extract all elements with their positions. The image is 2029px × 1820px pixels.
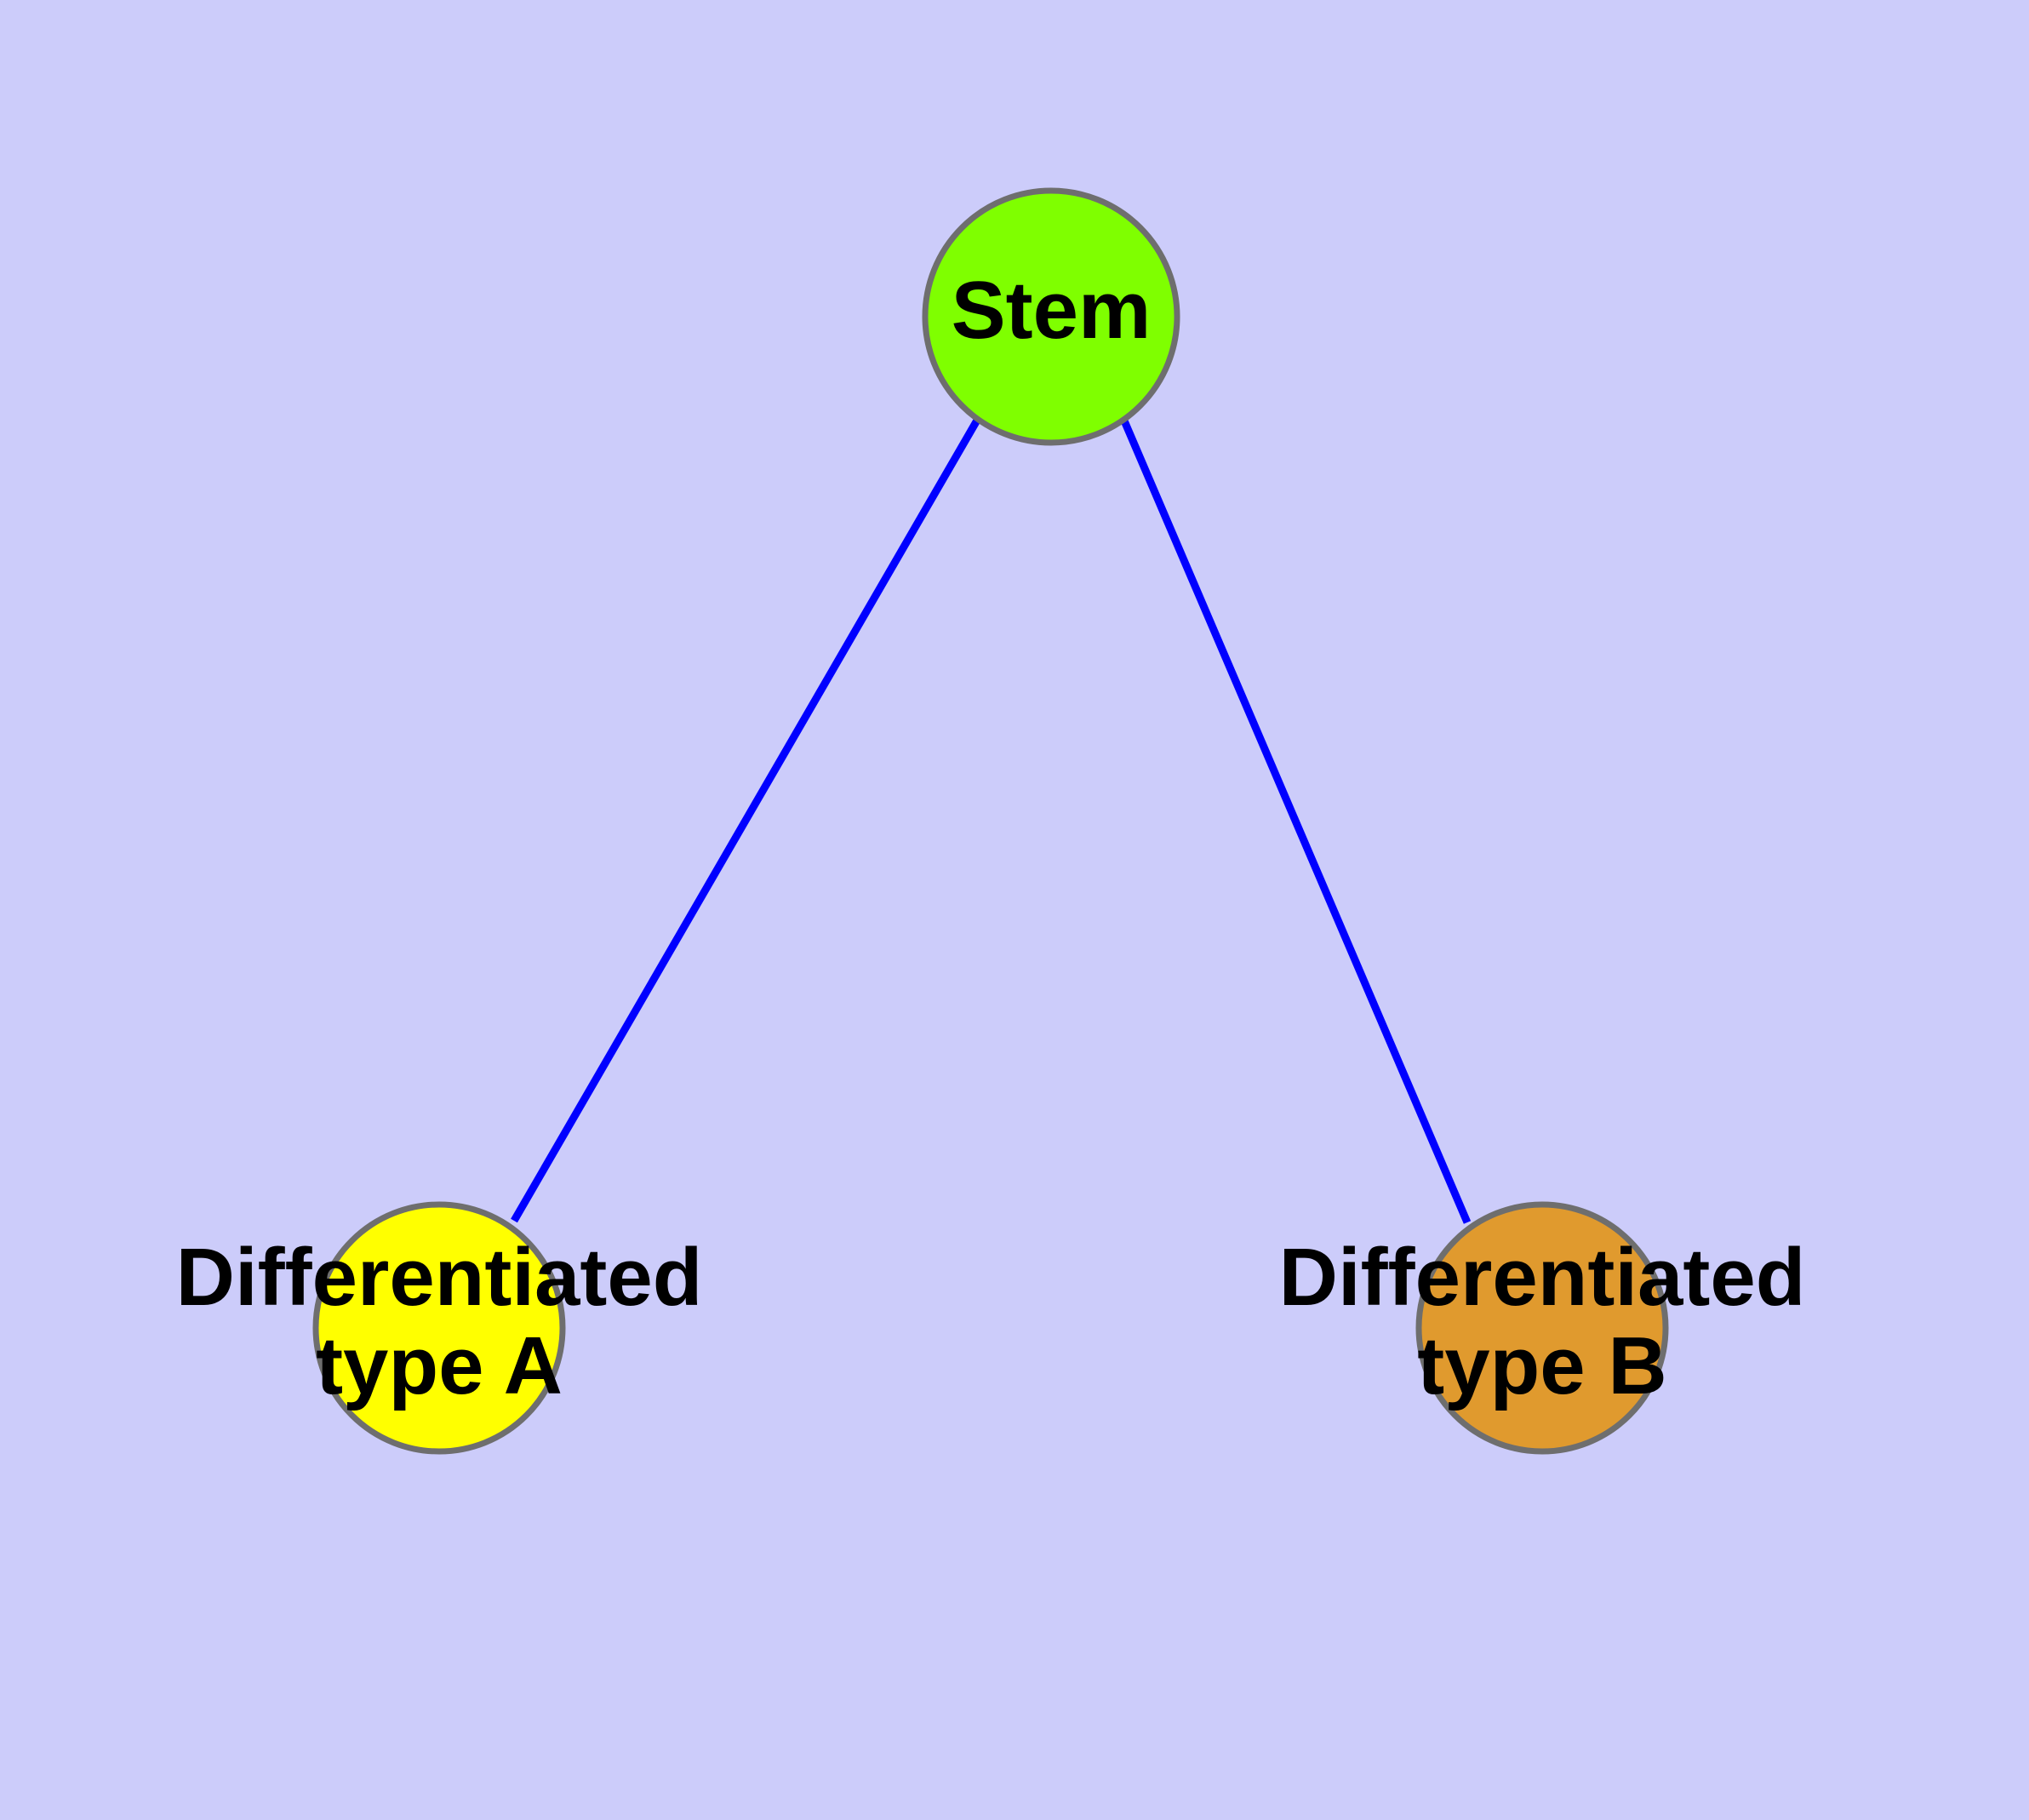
edge-stem-to-differentiated-type-a[interactable] bbox=[511, 416, 981, 1223]
node-label-stem: Stem bbox=[952, 265, 1152, 356]
node-layer bbox=[312, 187, 1669, 1455]
edge-stem-to-differentiated-type-b[interactable] bbox=[1119, 417, 1472, 1224]
node-differentiated-type-b[interactable] bbox=[1415, 1201, 1669, 1455]
node-stem[interactable] bbox=[922, 187, 1180, 446]
edge-layer bbox=[511, 416, 1472, 1224]
node-differentiated-type-a[interactable] bbox=[312, 1201, 566, 1455]
